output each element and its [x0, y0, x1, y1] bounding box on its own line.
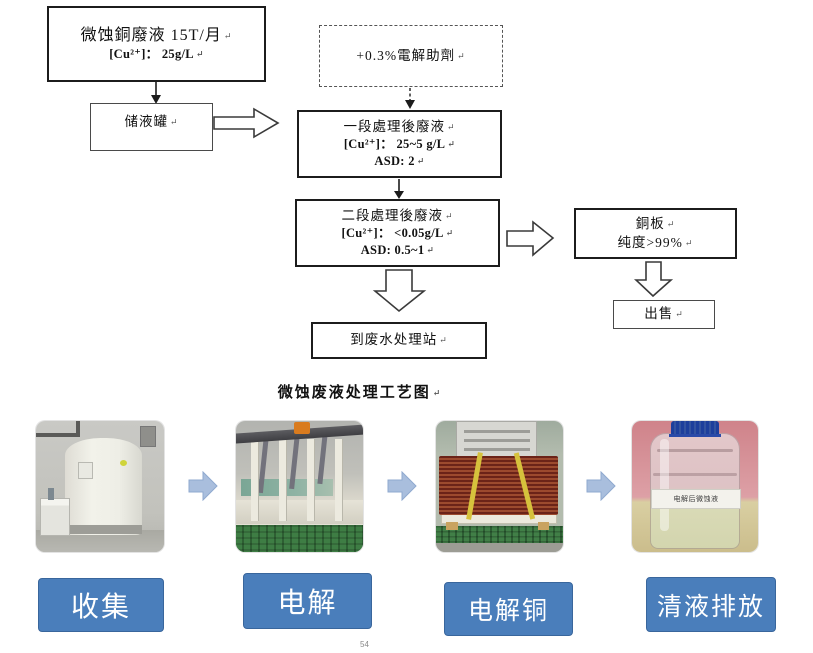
flow-box-storage: 储液罐↵ [90, 103, 213, 151]
step-label-electrolysis: 电解 [243, 573, 372, 629]
wastewater-box-label: 到废水处理站↵ [350, 332, 448, 348]
photo3-copper-stack [438, 456, 558, 516]
flow-box-copper: 銅板↵ 纯度>99%↵ [574, 208, 737, 259]
sell-box-label: 出售↵ [644, 306, 684, 322]
flowchart-connectors [151, 82, 674, 313]
additive-box-label: +0.3%電解助劑↵ [356, 47, 466, 63]
photo-collection-tank [36, 421, 164, 552]
return-mark: ↵ [684, 237, 694, 248]
return-mark: ↵ [223, 30, 233, 41]
photo1-pipe [36, 432, 80, 437]
return-mark: ↵ [416, 156, 425, 167]
photo-arrow-3 [586, 471, 616, 501]
photo1-electric-panel [140, 426, 157, 447]
return-mark: ↵ [195, 49, 204, 60]
step-label-collection: 收集 [38, 578, 164, 632]
arrowhead-source-to-storage [151, 95, 161, 104]
photo-electrolysis-line [236, 421, 363, 552]
photo-clear-liquid-bottle: 电解后微蚀液 [632, 421, 758, 552]
return-mark: ↵ [444, 211, 454, 222]
block-arrow-storage-to-stage1 [213, 107, 280, 139]
stage2-box-line2: [Cu²⁺]： <0.05g/L↵ [341, 226, 454, 241]
step-label-text: 收集 [70, 592, 131, 623]
photo2-green-floor [236, 524, 363, 552]
return-mark: ↵ [432, 388, 443, 398]
return-mark: ↵ [445, 228, 454, 239]
flow-box-sell: 出售↵ [613, 300, 715, 329]
photo1-tank-sticker [78, 461, 94, 480]
photo-copper-plates [436, 421, 563, 552]
photo1-tank-dot [119, 460, 127, 467]
stage1-box-line2: [Cu²⁺]： 25~5 g/L↵ [343, 137, 456, 152]
photo3-green-grating [436, 525, 563, 543]
flow-box-wastewater: 到废水处理站↵ [311, 322, 487, 359]
photo4-bottle-ring [657, 448, 733, 452]
photo3-pallet-block [537, 521, 550, 530]
photo1-storage-tank [65, 438, 143, 535]
photo4-bottle-ring [653, 473, 737, 477]
step-label-text: 清液排放 [656, 593, 765, 621]
return-mark: ↵ [675, 309, 684, 320]
photo4-bottle-label: 电解后微蚀液 [650, 489, 742, 510]
block-arrow-stage2-to-wastewater [372, 269, 427, 313]
photo2-hoist [294, 422, 310, 435]
photo4-bottle-cap [671, 421, 719, 435]
return-mark: ↵ [447, 139, 456, 150]
photo3-concrete [436, 542, 563, 552]
flow-box-stage2: 二段處理後廢液↵ [Cu²⁺]： <0.05g/L↵ ASD: 0.5~1↵ [295, 199, 500, 267]
step-label-electrolytic-copper: 电解铜 [444, 582, 573, 636]
page-number: 54 [360, 640, 369, 649]
source-box-line2: [Cu²⁺]： 25g/L↵ [109, 47, 204, 62]
photo1-bottle [47, 487, 54, 500]
photo2-column [307, 439, 315, 521]
right-arrow-icon [188, 471, 218, 501]
step-label-text: 电解 [277, 588, 338, 619]
photo2-column [251, 439, 259, 521]
right-arrow-icon [586, 471, 616, 501]
source-box-line1: 微蚀銅廢液 15T/月↵ [80, 26, 233, 44]
stage2-box-line3: ASD: 0.5~1↵ [360, 243, 435, 258]
right-arrow-icon [387, 471, 417, 501]
arrowhead-additive-to-stage1 [405, 100, 415, 109]
return-mark: ↵ [446, 122, 456, 133]
flow-box-source: 微蚀銅廢液 15T/月↵ [Cu²⁺]： 25g/L↵ [47, 6, 266, 82]
copper-box-line1: 銅板↵ [635, 216, 676, 232]
return-mark: ↵ [426, 245, 435, 256]
photo1-small-box [39, 497, 70, 537]
return-mark: ↵ [169, 117, 179, 127]
photo2-column [335, 439, 343, 521]
stage1-box-line3: ASD: 2↵ [374, 154, 425, 169]
section-title: 微蚀废液处理工艺图↵ [277, 385, 443, 401]
photo4-cap-ring [668, 434, 722, 438]
photo3-pallet-block [446, 521, 458, 530]
photo1-pipe [75, 421, 80, 436]
photo3-machine [456, 421, 538, 459]
photo1-tank-band [65, 524, 143, 534]
return-mark: ↵ [457, 50, 466, 61]
block-arrow-copper-to-sell [633, 261, 674, 298]
stage1-box-line1: 一段處理後廢液↵ [343, 119, 456, 135]
step-label-clear-liquid-discharge: 清液排放 [646, 577, 776, 632]
block-arrow-stage2-to-copper [506, 220, 555, 257]
photo-arrow-1 [188, 471, 218, 501]
return-mark: ↵ [666, 219, 676, 230]
photo4-bottle-label-text: 电解后微蚀液 [673, 495, 719, 504]
storage-box-label: 储液罐↵ [124, 114, 179, 129]
copper-box-line2: 纯度>99%↵ [617, 234, 694, 250]
photo4-glass-highlight [659, 439, 669, 532]
photo-arrow-2 [387, 471, 417, 501]
photo2-column [279, 439, 287, 521]
stage2-box-line1: 二段處理後廢液↵ [341, 208, 454, 224]
flow-box-additive: +0.3%電解助劑↵ [319, 25, 503, 87]
step-label-text: 电解铜 [467, 598, 549, 625]
flow-box-stage1: 一段處理後廢液↵ [Cu²⁺]： 25~5 g/L↵ ASD: 2↵ [297, 110, 502, 178]
arrowhead-stage1-to-stage2 [394, 191, 404, 199]
return-mark: ↵ [439, 335, 448, 346]
